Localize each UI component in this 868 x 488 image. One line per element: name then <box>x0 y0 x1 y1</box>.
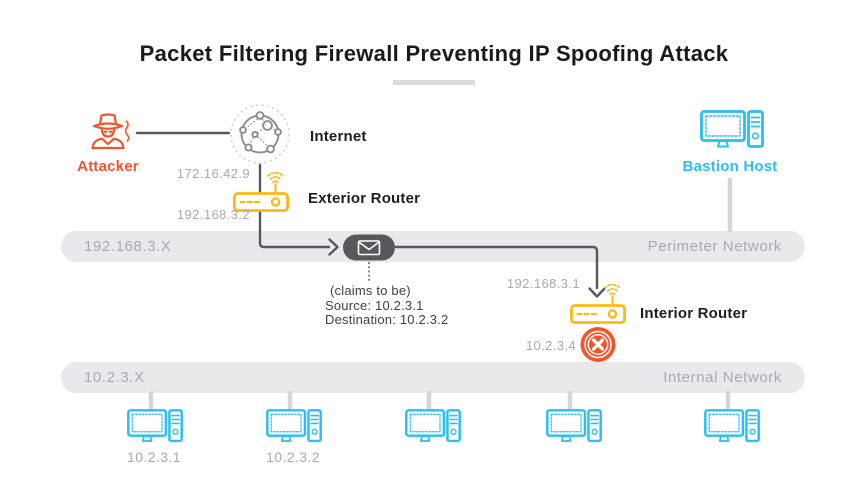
workstation-icon <box>266 409 322 443</box>
claims-destination-line: Destination: 10.2.3.2 <box>325 312 449 327</box>
bastion-host-label: Bastion Host <box>682 158 778 175</box>
exterior-router-lan-ip: 192.168.3.2 <box>176 207 250 222</box>
claims-line: (claims to be) <box>330 283 411 298</box>
internet-label: Internet <box>310 128 367 145</box>
workstation-icon <box>127 409 183 443</box>
internet-icon <box>230 104 290 164</box>
workstation-link-lines <box>148 391 731 409</box>
exterior-router-label: Exterior Router <box>308 190 421 207</box>
interior-router-perimeter-ip: 192.168.3.1 <box>506 276 580 291</box>
internal-network-label: Internal Network <box>663 369 782 386</box>
perimeter-subnet-label: 192.168.3.X <box>84 238 172 255</box>
perimeter-network-bar: 192.168.3.X Perimeter Network <box>61 231 805 262</box>
bastion-host-icon <box>700 110 764 148</box>
perimeter-network-label: Perimeter Network <box>647 238 782 255</box>
interior-router-label: Interior Router <box>640 305 748 322</box>
attacker-label: Attacker <box>77 158 139 175</box>
attacker-icon <box>91 113 130 150</box>
internal-subnet-label: 10.2.3.X <box>84 369 145 386</box>
claims-source-line: Source: 10.2.3.1 <box>325 297 424 313</box>
blocked-icon <box>580 327 616 362</box>
packet-claims-note: (claims to be) Source: 10.2.3.1 Destinat… <box>325 283 449 328</box>
workstation-icon <box>405 409 461 443</box>
workstation-ip-label: 10.2.3.2 <box>266 449 320 465</box>
title-underline <box>393 80 475 85</box>
workstation-icon <box>704 409 760 443</box>
exterior-router-wan-ip: 172.16.42.9 <box>176 166 250 181</box>
internal-network-bar: 10.2.3.X Internal Network <box>61 362 805 393</box>
page-title: Packet Filtering Firewall Preventing IP … <box>139 41 729 66</box>
workstation-ip-label: 10.2.3.1 <box>127 449 181 465</box>
blocked-ip-label: 10.2.3.4 <box>525 338 576 353</box>
workstation-icon <box>546 409 602 443</box>
